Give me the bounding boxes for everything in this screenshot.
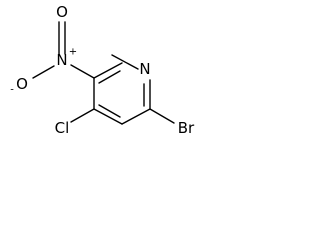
bond-ring-c2-c3 xyxy=(121,108,151,125)
ring-nitrogen-label: N xyxy=(139,60,150,78)
nitro-oxygen-charge: - xyxy=(10,85,14,96)
bond-ring-c3-c4-inner xyxy=(98,104,121,118)
bond-ring-c6-n1 xyxy=(111,54,139,70)
bond-ring-c5-c6 xyxy=(93,62,123,79)
bond-c2-br xyxy=(149,108,175,124)
bond-ring-c3-c4 xyxy=(93,108,123,125)
nitro-nitrogen-charge: + xyxy=(69,47,77,58)
nitro-oxygen-top-label: O xyxy=(56,3,68,21)
nitro-oxygen-left-label: O xyxy=(16,75,28,93)
bond-ring-c5-c6-inner xyxy=(98,70,121,84)
nitro-nitrogen-label: N xyxy=(56,51,67,69)
bond-c4-cl xyxy=(70,108,95,123)
chlorine-label: Cl xyxy=(55,119,70,137)
bonds xyxy=(32,21,175,125)
bond-nitro-n-o-left xyxy=(32,65,55,79)
chemical-structure-diagram: N Br Cl N + O O - xyxy=(10,3,195,137)
bromine-label: Br xyxy=(178,119,195,137)
atom-labels: N Br Cl N + O O - xyxy=(10,3,195,137)
bond-c5-nitro-n xyxy=(70,64,95,79)
